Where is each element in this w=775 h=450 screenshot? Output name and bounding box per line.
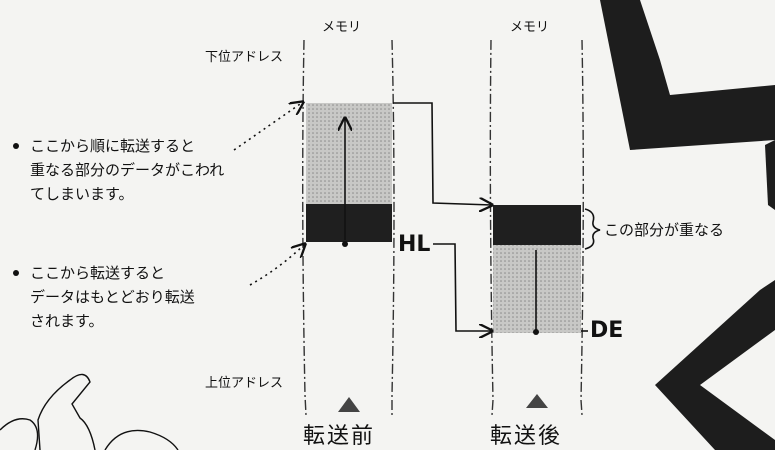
- overlap-note: この部分が重なる: [604, 221, 725, 239]
- note-top: ここから順に転送すると 重なる部分のデータがこわれ てしまいます。: [30, 134, 224, 206]
- footer-after: 転送後: [490, 424, 563, 449]
- note-top-line-2: 重なる部分のデータがこわれ: [30, 161, 225, 179]
- destination-block-overlap: [493, 205, 581, 245]
- note-bottom-line-3: されます。: [30, 312, 104, 330]
- note-bottom: ここから転送すると データはもとどおり転送 されます。: [30, 261, 195, 333]
- source-block-overlap: [306, 204, 392, 242]
- footer-before: 転送前: [303, 424, 376, 449]
- connectors: [0, 102, 601, 450]
- memory-header-after: メモリ: [510, 20, 550, 35]
- high-address-label: 上位アドレス: [205, 376, 284, 391]
- source-block-upper: [306, 103, 392, 204]
- low-address-label: 下位アドレス: [205, 50, 284, 65]
- background-decoration: [600, 0, 775, 450]
- note-bottom-line-1: ここから転送すると: [30, 264, 166, 282]
- memory-column-after: [489, 39, 584, 416]
- bullet-dots: [13, 143, 19, 276]
- memory-header-before: メモリ: [322, 20, 362, 35]
- note-bottom-line-2: データはもとどおり転送: [30, 288, 195, 306]
- memory-column-before: [302, 39, 395, 416]
- note-top-line-3: てしまいます。: [30, 185, 134, 203]
- destination-block-lower: [493, 245, 581, 333]
- register-hl-label: HL: [398, 232, 431, 257]
- register-de-label: DE: [590, 318, 624, 343]
- note-top-line-1: ここから順に転送すると: [30, 137, 196, 155]
